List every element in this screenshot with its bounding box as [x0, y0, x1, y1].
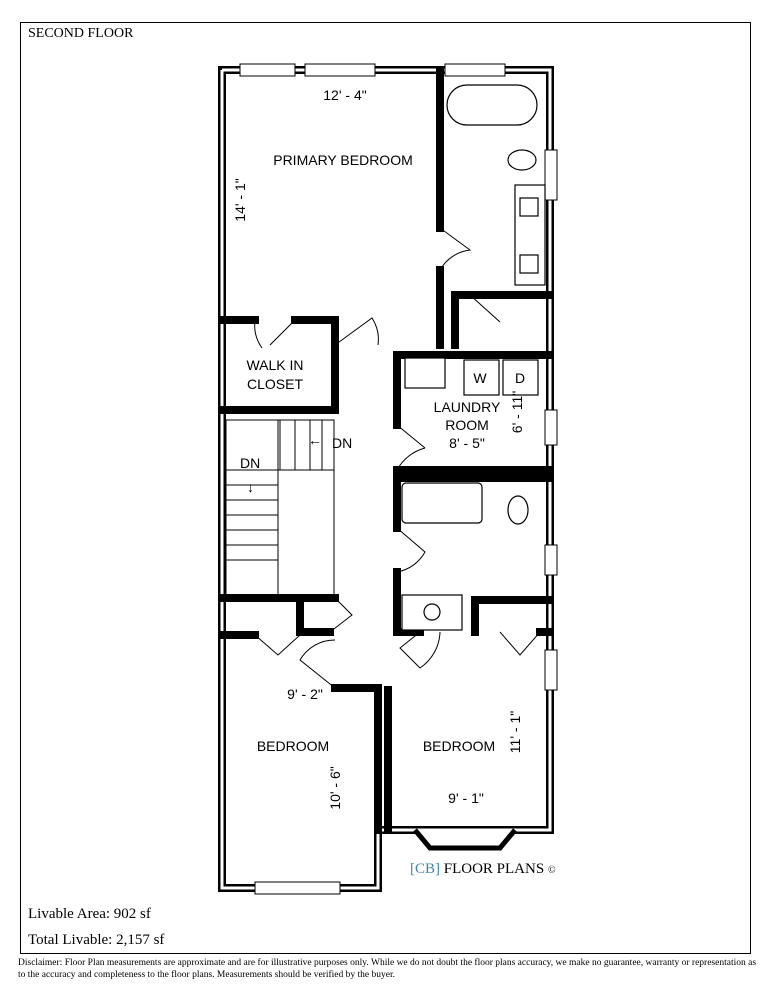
- bedroom-left-length: 10' - 6": [327, 766, 343, 809]
- bedroom-right-length: 11' - 1": [507, 711, 523, 753]
- stairs-down-label: DN: [332, 435, 352, 451]
- livable-area: Livable Area: 902 sf: [28, 906, 151, 922]
- washer: [463, 359, 500, 396]
- laundry-length: 6' - 11": [509, 391, 525, 433]
- laundry-label-1: LAUNDRY: [434, 399, 501, 415]
- total-livable: Total Livable: 2,157 sf: [28, 932, 165, 948]
- brand-logo: [CB] FLOOR PLANS ©: [410, 861, 556, 878]
- bathtub-hall: [401, 482, 483, 524]
- primary-bedroom-label: PRIMARY BEDROOM: [273, 152, 413, 168]
- primary-bedroom-width: 12' - 4": [323, 87, 366, 103]
- walk-in-closet-label-2: CLOSET: [247, 376, 303, 392]
- fixtures: [401, 84, 546, 631]
- dryer: [502, 359, 539, 396]
- laundry-label-2: ROOM: [445, 417, 489, 433]
- toilet-hall: [507, 495, 529, 525]
- bedroom-right-width: 9' - 1": [448, 790, 484, 806]
- toilet-primary: [507, 149, 537, 171]
- doors: [254, 227, 541, 689]
- bedroom-left-width: 9' - 2": [287, 686, 323, 702]
- bedroom-right-label: BEDROOM: [423, 738, 495, 754]
- bedroom-left-label: BEDROOM: [257, 738, 329, 754]
- staircase: [225, 419, 335, 597]
- walls: [218, 66, 554, 892]
- arrow-down-icon: ↓: [247, 479, 254, 495]
- dryer-label: D: [515, 370, 525, 386]
- bathtub-primary: [446, 84, 538, 126]
- windows: [239, 63, 558, 895]
- logo-text: FLOOR PLANS: [443, 861, 545, 877]
- logo-brand: [CB]: [410, 861, 440, 877]
- disclaimer: Disclaimer: Floor Plan measurements are …: [18, 958, 757, 980]
- page-border: [20, 22, 751, 954]
- floor-title: SECOND FLOOR: [28, 26, 134, 41]
- stairs-down-label-2: DN: [240, 455, 260, 471]
- laundry-width: 8' - 5": [449, 435, 485, 451]
- walk-in-closet-label-1: WALK IN: [246, 357, 303, 373]
- copyright-icon: ©: [547, 865, 556, 876]
- arrow-left-icon: ←: [308, 432, 322, 448]
- primary-bedroom-length: 14' - 1": [232, 178, 248, 221]
- washer-label: W: [473, 370, 487, 386]
- laundry-sink: [404, 357, 446, 389]
